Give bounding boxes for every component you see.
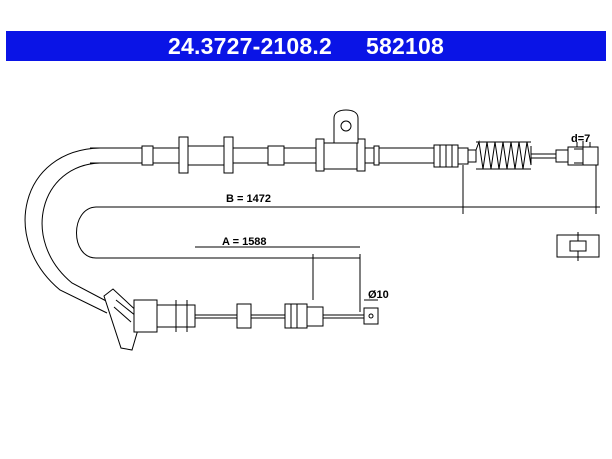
end-symbol [556,232,600,261]
mounting-bracket [333,109,359,144]
b-dimension: B = 1472 [76,165,600,259]
diameter-dimension: Ø10 [364,289,389,301]
part-number: 24.3727-2108.2 [168,33,332,59]
d-label: d=7 [571,133,590,145]
lower-cable-end [103,288,379,351]
a-label: A = 1588 [222,236,267,248]
title-banner: 24.3727-2108.2 582108 [6,31,606,61]
upper-right-end [433,140,599,170]
upper-fittings [141,136,380,174]
cable-loop [24,147,145,314]
reference-number: 582108 [366,33,444,59]
b-label: B = 1472 [226,193,271,205]
a-dimension: A = 1588 [195,236,361,312]
dia-label: Ø10 [368,289,389,301]
d-dimension: d=7 [571,133,591,165]
